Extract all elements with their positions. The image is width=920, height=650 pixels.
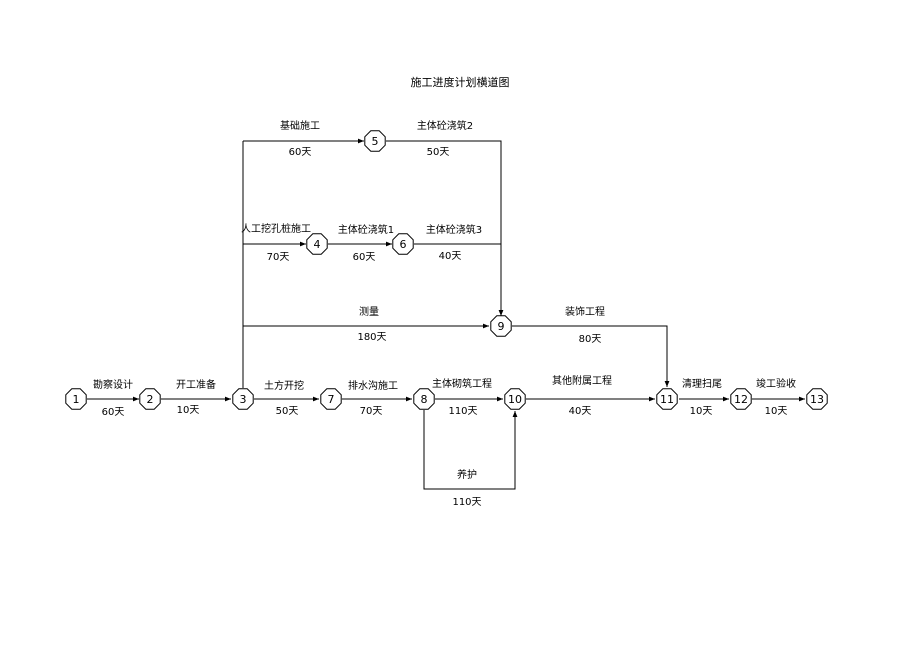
node-number: 6 <box>400 238 407 251</box>
activity-duration: 60天 <box>102 407 125 418</box>
node-number: 4 <box>314 238 321 251</box>
node-shape <box>232 388 254 410</box>
node-number: 13 <box>810 393 824 406</box>
node-2: 2 <box>139 388 161 410</box>
edge-9-11 <box>512 325 670 387</box>
node-number: 10 <box>508 393 522 406</box>
activity-name: 排水沟施工 <box>348 379 398 392</box>
activity-name: 养护 <box>457 468 477 481</box>
node-shape <box>656 388 678 410</box>
activity-name: 竣工验收 <box>756 377 796 390</box>
edge-5-9 <box>386 140 504 316</box>
node-shape <box>490 315 512 337</box>
node-number: 8 <box>421 393 428 406</box>
node-number: 11 <box>660 393 674 406</box>
node-number: 12 <box>734 393 748 406</box>
node-3: 3 <box>232 388 254 410</box>
node-9: 9 <box>490 315 512 337</box>
activity-name: 测量 <box>359 305 379 318</box>
activity-name: 主体砼浇筑3 <box>426 223 482 236</box>
node-12: 12 <box>730 388 752 410</box>
node-number: 3 <box>240 393 247 406</box>
nodes: 1 2 3 4 5 6 7 8 9 10 11 12 13 <box>65 130 828 410</box>
node-5: 5 <box>364 130 386 152</box>
activity-duration: 40天 <box>569 406 592 417</box>
node-shape <box>730 388 752 410</box>
activity-name: 开工准备 <box>176 378 216 391</box>
node-shape <box>139 388 161 410</box>
activity-name: 主体砌筑工程 <box>432 377 492 390</box>
node-4: 4 <box>306 233 328 255</box>
node-7: 7 <box>320 388 342 410</box>
activity-name: 装饰工程 <box>565 305 605 318</box>
activity-name: 主体砼浇筑2 <box>417 119 473 132</box>
activity-duration: 10天 <box>177 405 200 416</box>
activity-duration: 110天 <box>448 406 477 417</box>
node-shape <box>65 388 87 410</box>
node-number: 2 <box>147 393 154 406</box>
activity-duration: 70天 <box>267 252 290 263</box>
activity-name: 其他附属工程 <box>552 374 612 387</box>
node-8: 8 <box>413 388 435 410</box>
node-1: 1 <box>65 388 87 410</box>
activity-duration: 70天 <box>360 406 383 417</box>
activity-name: 人工挖孔桩施工 <box>241 222 311 235</box>
activity-duration: 50天 <box>276 406 299 417</box>
node-6: 6 <box>392 233 414 255</box>
activity-duration: 40天 <box>439 251 462 262</box>
activity-labels: 勘察设计 60天 开工准备 10天 基础施工 60天 主体砼浇筑2 50天 人工… <box>93 119 796 508</box>
node-shape <box>306 233 328 255</box>
activity-duration: 10天 <box>765 406 788 417</box>
node-11: 11 <box>656 388 678 410</box>
node-number: 9 <box>498 320 505 333</box>
activity-name: 主体砼浇筑1 <box>338 223 394 236</box>
activity-duration: 80天 <box>579 334 602 345</box>
activity-duration: 60天 <box>289 147 312 158</box>
node-number: 7 <box>328 393 335 406</box>
node-shape <box>806 388 828 410</box>
node-shape <box>504 388 526 410</box>
activity-duration: 110天 <box>452 497 481 508</box>
edge-8-10-curing <box>423 410 518 490</box>
node-shape <box>364 130 386 152</box>
activity-duration: 180天 <box>357 332 386 343</box>
activity-duration: 50天 <box>427 147 450 158</box>
activity-name: 勘察设计 <box>93 378 133 391</box>
node-13: 13 <box>806 388 828 410</box>
node-number: 1 <box>73 393 80 406</box>
activity-name: 基础施工 <box>280 119 320 132</box>
node-shape <box>392 233 414 255</box>
activity-duration: 10天 <box>690 406 713 417</box>
activity-name: 清理扫尾 <box>682 377 722 390</box>
edges <box>87 138 805 490</box>
diagram-title: 施工进度计划横道图 <box>411 75 510 89</box>
node-10: 10 <box>504 388 526 410</box>
activity-name: 土方开挖 <box>264 379 304 392</box>
node-shape <box>413 388 435 410</box>
activity-duration: 60天 <box>353 252 376 263</box>
node-number: 5 <box>372 135 379 148</box>
node-shape <box>320 388 342 410</box>
